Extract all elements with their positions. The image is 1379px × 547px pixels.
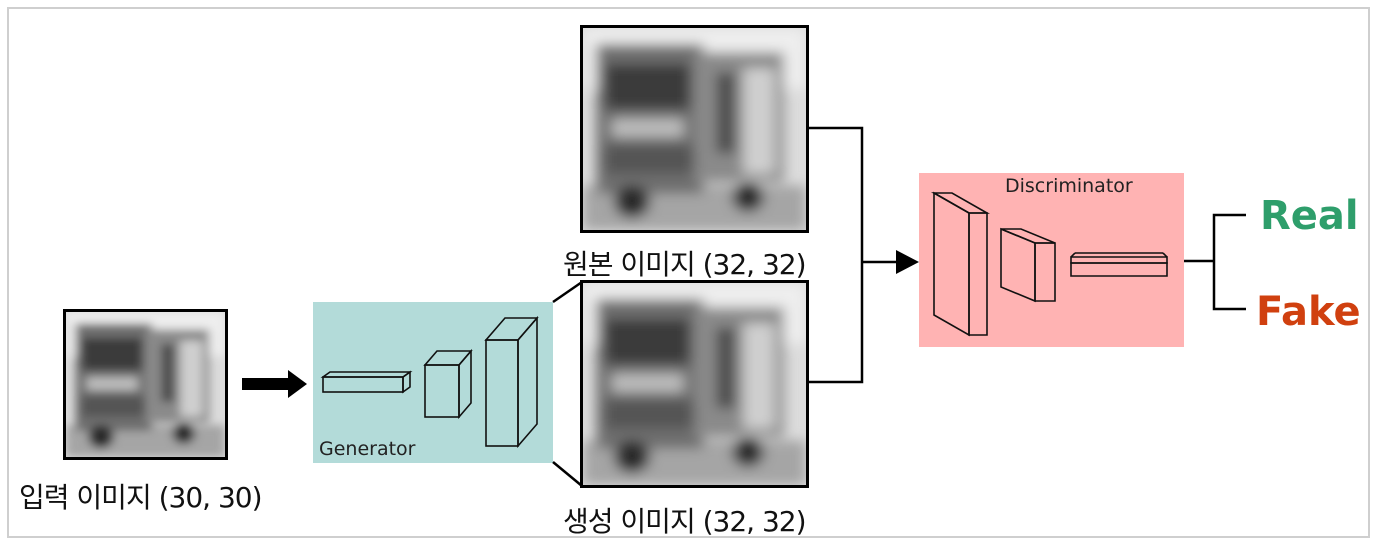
generated-image xyxy=(580,280,809,488)
diagram-frame xyxy=(7,7,1370,538)
discriminator-to-output-lines xyxy=(1184,213,1246,311)
fake-output-label: Fake xyxy=(1256,289,1361,335)
input-to-generator-arrow xyxy=(242,370,307,398)
generator-to-generated-lines xyxy=(552,280,583,487)
images-to-discriminator-lines xyxy=(809,126,900,384)
discriminator-box: Discriminator xyxy=(919,173,1184,347)
discriminator-label: Discriminator xyxy=(1005,175,1133,197)
generated-image-caption: 생성 이미지 (32, 32) xyxy=(563,505,807,538)
original-image-caption: 원본 이미지 (32, 32) xyxy=(563,248,807,281)
input-image xyxy=(63,309,228,460)
generator-box: Generator xyxy=(313,302,553,463)
generator-layers xyxy=(320,315,539,449)
input-image-caption: 입력 이미지 (30, 30) xyxy=(19,481,263,514)
real-output-label: Real xyxy=(1260,193,1359,239)
discriminator-input-arrowhead xyxy=(896,250,919,274)
discriminator-layers xyxy=(930,191,1168,337)
generator-label: Generator xyxy=(319,438,416,460)
original-image xyxy=(580,25,809,233)
